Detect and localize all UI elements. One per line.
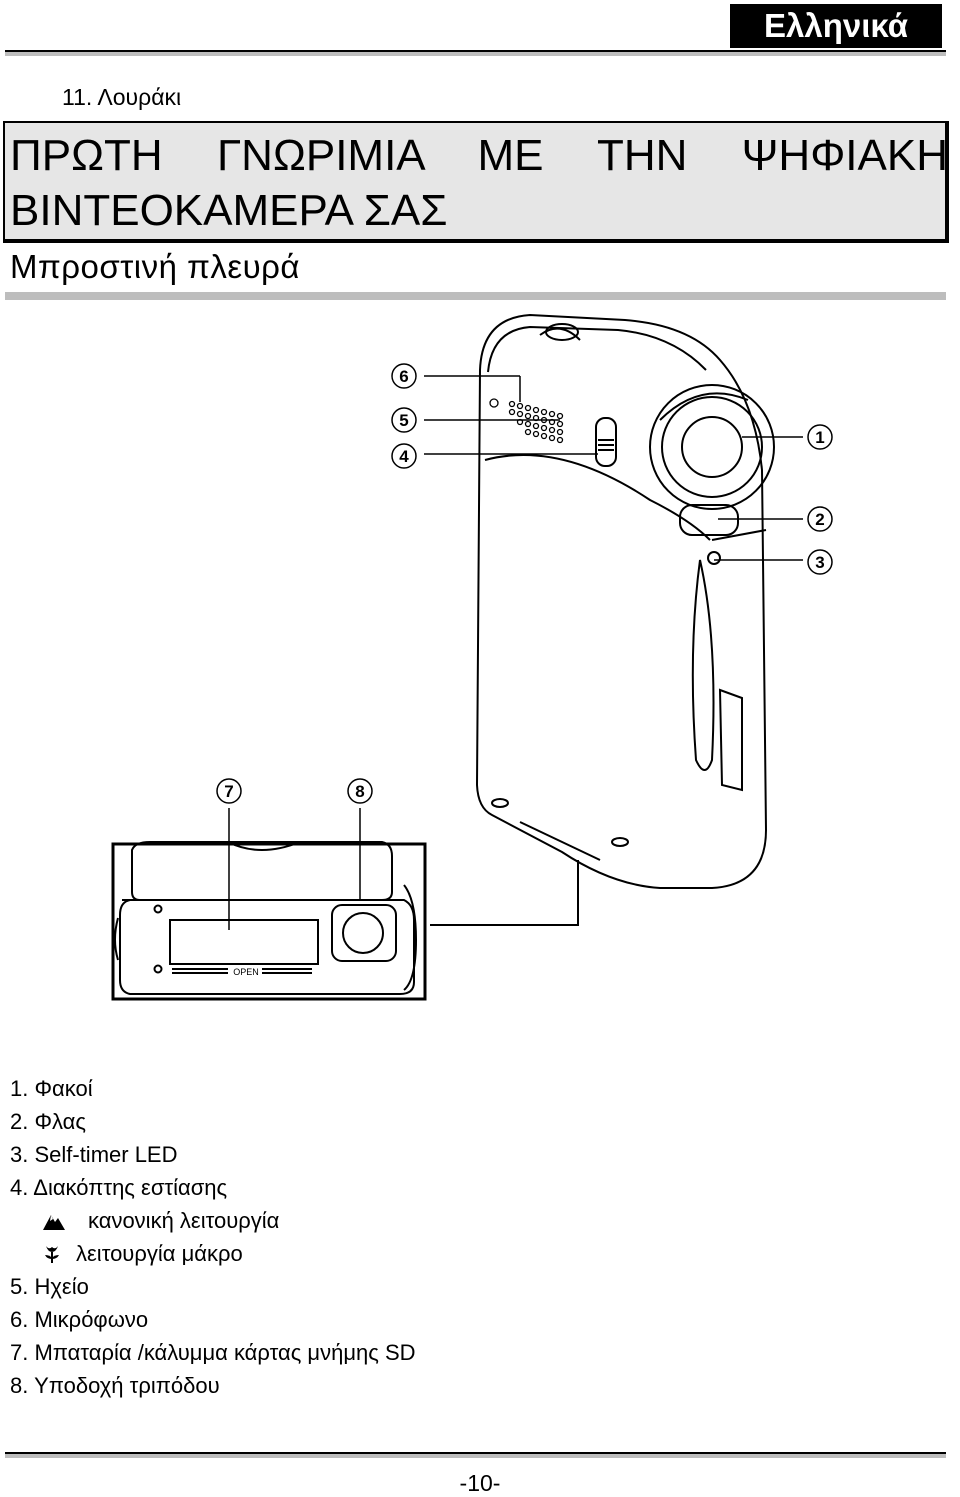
- legend-item-4: 4. Διακόπτης εστίασης: [10, 1175, 228, 1200]
- legend-item-4-macro: λειτουργία μάκρο: [76, 1241, 243, 1266]
- footer-rule: [5, 1452, 946, 1454]
- section-heading: 11. Λουράκι: [62, 84, 182, 110]
- camcorder-figure: 6 5 4 1 2 3 7 8 OPEN: [111, 313, 833, 1001]
- mountain-icon: [43, 1214, 65, 1230]
- camcorder-body: [430, 313, 775, 926]
- header-rule-shadow: [5, 52, 946, 56]
- header-rule: [5, 50, 946, 52]
- callout-5-circle: [391, 407, 417, 433]
- flower-icon: [45, 1245, 59, 1263]
- callout-7-circle: [216, 778, 242, 804]
- callout-7: 7: [224, 782, 233, 801]
- legend-item-2: 2. Φλας: [10, 1109, 87, 1134]
- callout-6: 6: [399, 367, 408, 386]
- callout-8-circle: [347, 778, 373, 804]
- legend-item-6: 6. Μικρόφωνο: [10, 1307, 149, 1332]
- callout-2-circle: [807, 506, 833, 532]
- subtitle-rule: [5, 292, 946, 300]
- legend-item-4-normal: κανονική λειτουργία: [88, 1208, 280, 1233]
- legend-item-5: 5. Ηχείο: [10, 1274, 89, 1299]
- speaker-grille: [489, 398, 564, 444]
- footer-rule-shadow: [5, 1454, 946, 1458]
- callout-4-circle: [391, 443, 417, 469]
- leader-lines: [228, 375, 803, 930]
- callout-2: 2: [815, 510, 824, 529]
- page-subtitle: Μπροστινή πλευρά: [10, 248, 301, 285]
- language-badge: Ελληνικά: [730, 4, 942, 48]
- bottom-view-inset: [111, 841, 427, 1001]
- open-label: OPEN: [233, 967, 259, 977]
- legend-item-4-macro-row: λειτουργία μάκρο: [10, 1237, 416, 1270]
- title-box: [3, 121, 949, 243]
- callout-3: 3: [815, 553, 824, 572]
- page-title: ΠΡΩΤΗ ΓΝΩΡΙΜΙΑ ΜΕ ΤΗΝ ΨΗΦΙΑΚΗ ΒΙΝΤΕΟΚΑΜΕ…: [10, 131, 948, 235]
- callout-8: 8: [355, 782, 364, 801]
- parts-legend: 1. Φακοί 2. Φλας 3. Self-timer LED 4. Δι…: [10, 1072, 416, 1402]
- legend-item-1: 1. Φακοί: [10, 1076, 93, 1101]
- page-number: -10-: [459, 1470, 501, 1496]
- callout-6-circle: [391, 363, 417, 389]
- legend-item-4-normal-row: κανονική λειτουργία: [10, 1204, 416, 1237]
- callout-3-circle: [807, 549, 833, 575]
- legend-item-7: 7. Μπαταρία /κάλυμμα κάρτας μνήμης SD: [10, 1340, 416, 1365]
- callout-4: 4: [399, 447, 409, 466]
- callout-1-circle: [807, 424, 833, 450]
- legend-item-3: 3. Self-timer LED: [10, 1142, 178, 1167]
- callout-5: 5: [399, 411, 408, 430]
- callout-1: 1: [815, 428, 824, 447]
- legend-item-8: 8. Υποδοχή τριπόδου: [10, 1373, 220, 1398]
